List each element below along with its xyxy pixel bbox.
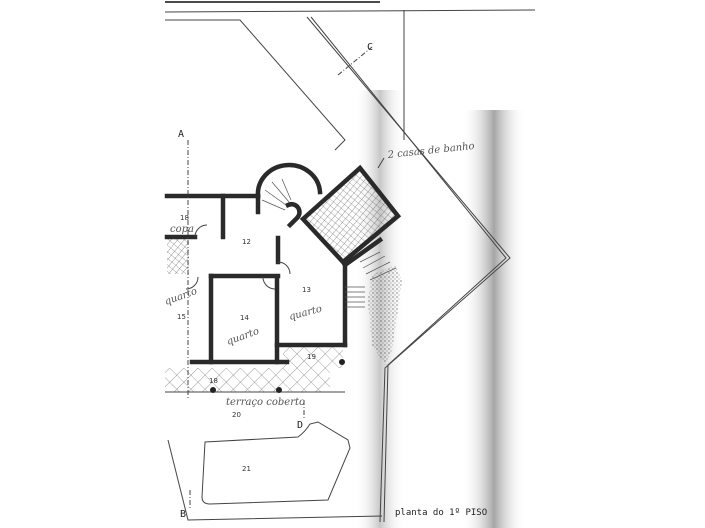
- section-mark-d: D: [297, 420, 303, 431]
- section-mark-c: C: [367, 42, 373, 53]
- site-boundary: [167, 439, 383, 521]
- room-label: 14: [240, 314, 249, 322]
- room-label: 13: [302, 286, 311, 294]
- section-lines: [187, 46, 373, 510]
- note-leader: [377, 157, 385, 169]
- stairs: [261, 178, 397, 308]
- room-label: 20: [232, 411, 241, 419]
- terrace-hatch: [165, 368, 330, 392]
- room-label: 15: [177, 313, 186, 321]
- room-label: 12: [242, 238, 251, 246]
- doors: [185, 224, 291, 290]
- garden-planting: [368, 265, 402, 365]
- room-label: 18: [180, 214, 189, 222]
- drawing-title: planta do 1º PISO: [395, 508, 487, 518]
- page-edge: [164, 9, 536, 13]
- area-21-outline: [201, 421, 351, 505]
- walls: [164, 162, 402, 365]
- note-quarto-13: quarto: [288, 304, 323, 323]
- note-terrace: terraço coberto: [226, 397, 305, 408]
- room-label: 19: [307, 353, 316, 361]
- section-mark-a: A: [178, 129, 184, 140]
- room-label: 18: [209, 377, 218, 385]
- note-quarto-14: quarto: [225, 326, 260, 348]
- room-label: 21: [242, 465, 251, 473]
- columns: [210, 359, 345, 393]
- scan-shadow: [462, 110, 526, 528]
- site-boundary: [165, 19, 346, 151]
- note-kitchen: copa: [170, 224, 194, 235]
- section-mark-b: B: [180, 509, 186, 520]
- site-boundary: [310, 16, 507, 523]
- bathroom-tiles: [167, 237, 189, 274]
- bathroom-tiles: [303, 168, 398, 262]
- note-quarto-15: quarto: [163, 286, 198, 308]
